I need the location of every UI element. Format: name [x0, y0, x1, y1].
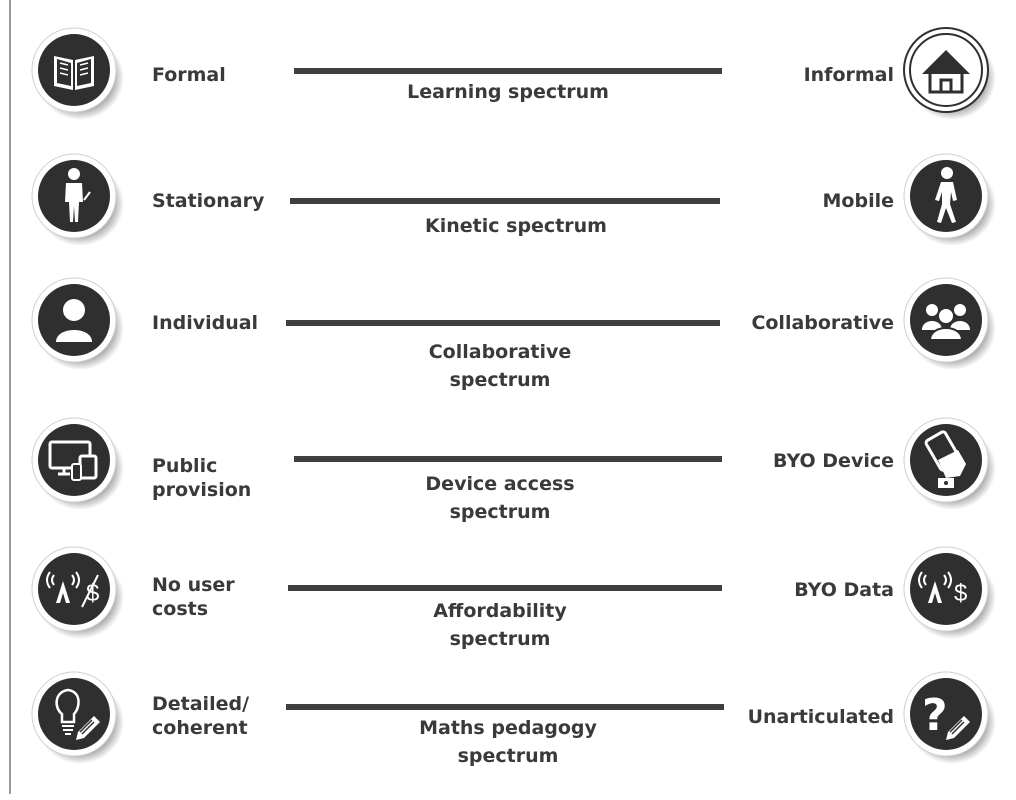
right-label: Unarticulated [747, 706, 894, 728]
hand-phone-icon [902, 416, 996, 510]
left-label: Individual [152, 312, 259, 334]
spectrum-bar [286, 704, 724, 710]
right-label: Mobile [822, 190, 894, 212]
svg-text:?: ? [922, 690, 948, 741]
spectrum-row-learning: Formal Learning spectrum Informal [0, 26, 1016, 156]
book-icon [30, 26, 124, 120]
spectrum-label: Maths pedagogy spectrum [419, 717, 597, 767]
spectrum-label: Device access spectrum [425, 473, 575, 523]
left-label: Public provision [152, 455, 252, 501]
spectrum-bar [286, 320, 720, 326]
right-label: BYO Device [773, 450, 894, 472]
spectrum-row-affordability: $ No user costs Affordability spectrum B… [0, 545, 1016, 675]
spectrum-label: Kinetic spectrum [425, 215, 607, 237]
spectrum-row-collaborative: Individual Collaborative spectrum Collab… [0, 276, 1016, 406]
spectrum-label: Collaborative spectrum [428, 341, 572, 391]
spectrum-bar [294, 68, 722, 74]
spectrum-row-maths-pedagogy: Detailed/ coherent Maths pedagogy spectr… [0, 670, 1016, 800]
spectrum-label: Learning spectrum [407, 81, 609, 103]
left-label: Formal [152, 64, 226, 86]
spectrum-bar [288, 585, 722, 591]
devices-icon [30, 416, 124, 510]
walking-person-icon [902, 152, 996, 246]
standing-person-icon [30, 152, 124, 246]
left-label: Stationary [152, 190, 265, 212]
spectrum-row-kinetic: Stationary Kinetic spectrum Mobile [0, 152, 1016, 282]
right-label: BYO Data [794, 579, 894, 601]
group-icon [902, 276, 996, 370]
svg-text:$: $ [954, 580, 967, 607]
lightbulb-pencil-icon [30, 670, 124, 764]
user-icon [30, 276, 124, 370]
spectrum-bar [290, 198, 720, 204]
left-label: No user costs [152, 574, 235, 620]
antenna-dollar-icon: $ [902, 545, 996, 639]
antenna-no-dollar-icon: $ [30, 545, 124, 639]
left-rule [9, 0, 11, 794]
house-icon [902, 26, 996, 120]
right-label: Informal [803, 64, 894, 86]
question-pencil-icon: ? [902, 670, 996, 764]
svg-text:$: $ [86, 580, 99, 607]
left-label: Detailed/ coherent [152, 693, 250, 739]
spectrum-label: Affordability spectrum [433, 600, 567, 650]
right-label: Collaborative [751, 312, 894, 334]
spectrum-row-device: Public provision Device access spectrum … [0, 416, 1016, 546]
spectrum-bar [294, 456, 722, 462]
